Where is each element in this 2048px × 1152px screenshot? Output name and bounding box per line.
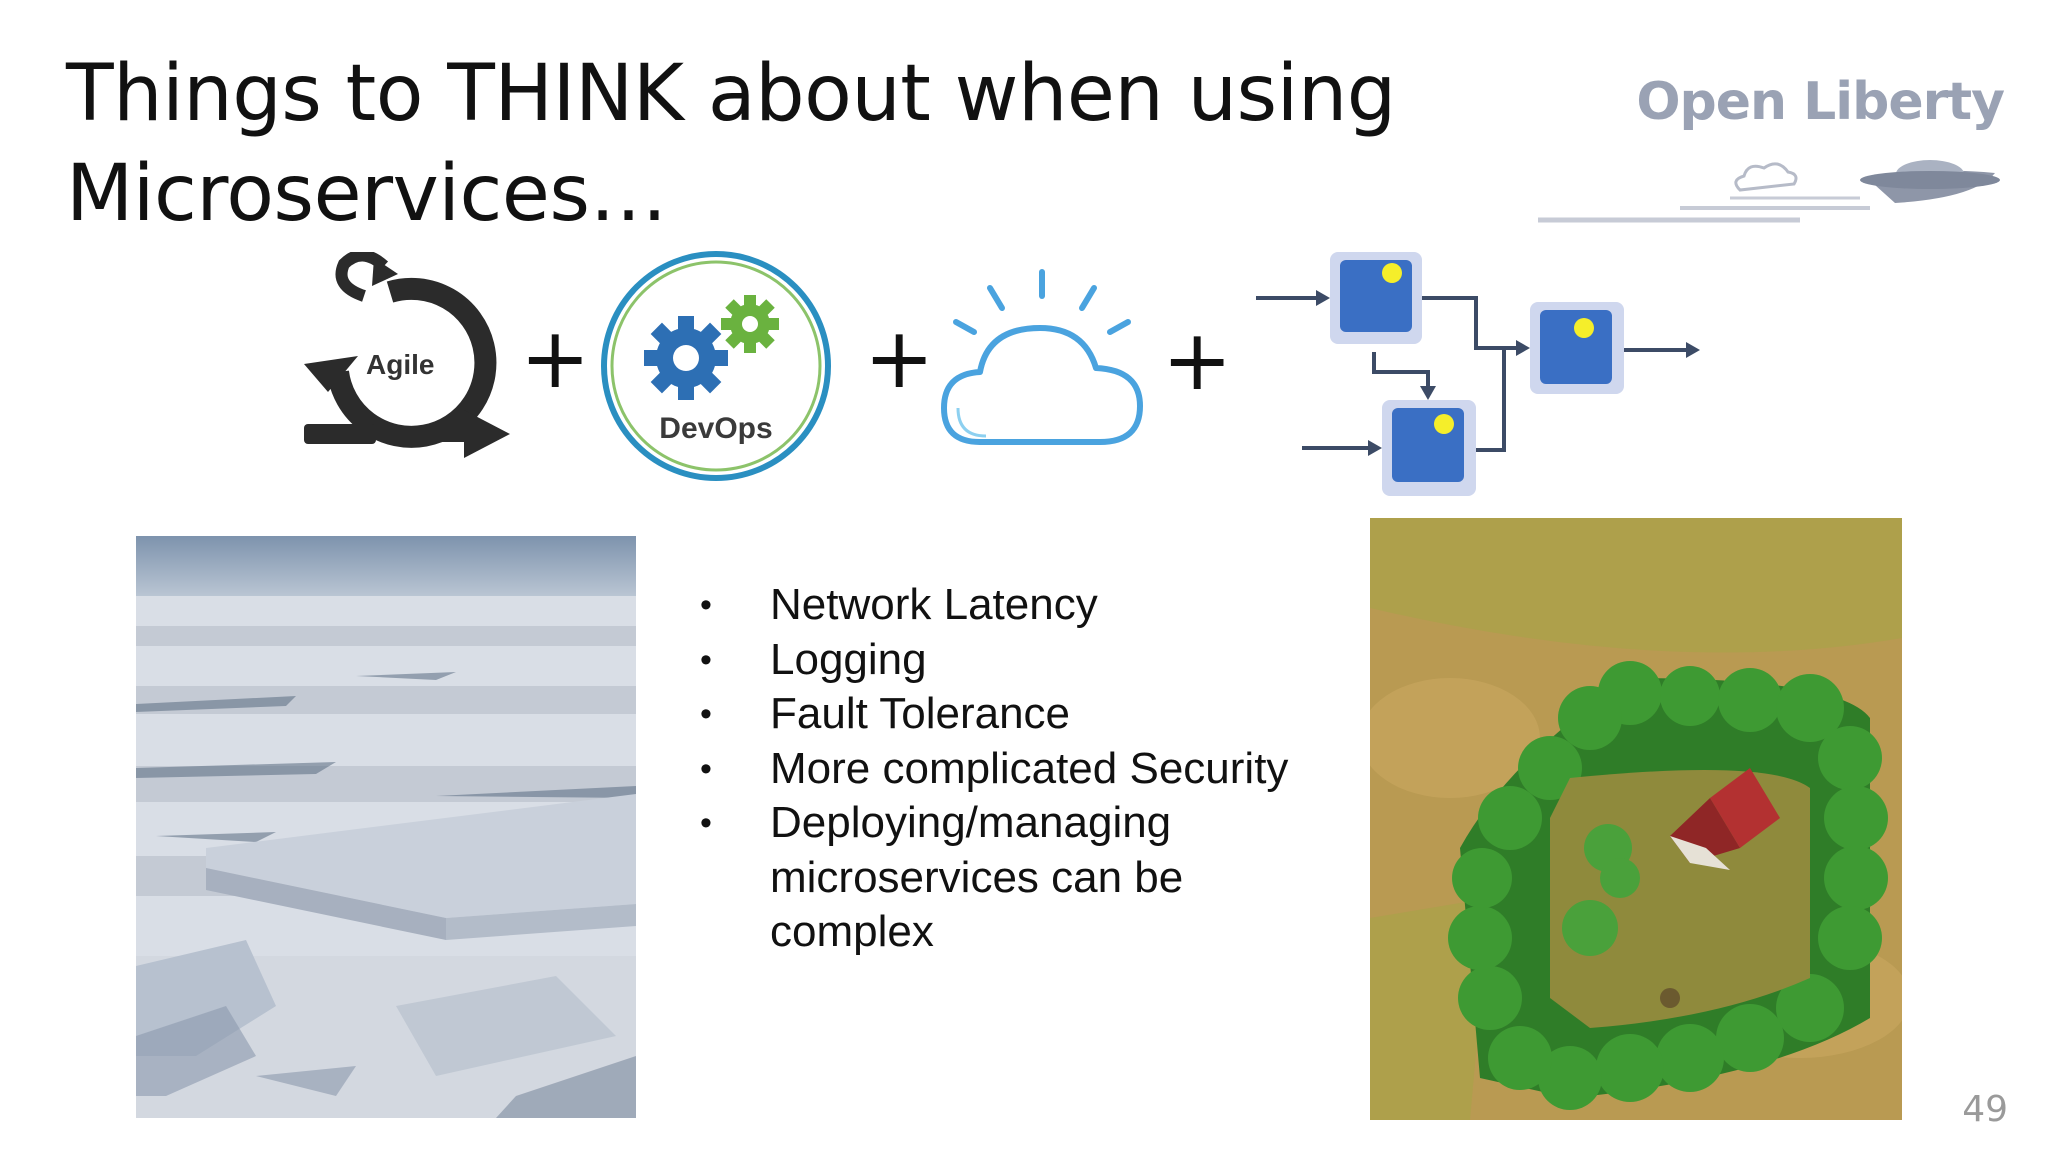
list-item: • Logging	[700, 633, 1300, 688]
bullet-text: More complicated Security	[770, 743, 1289, 793]
ice-shelf-photo	[136, 536, 636, 1118]
list-item: • Network Latency	[700, 578, 1300, 633]
plus-sign: +	[864, 309, 935, 407]
list-item: • Fault Tolerance	[700, 687, 1300, 742]
devops-label: DevOps	[659, 412, 772, 445]
bullet-marker: •	[700, 586, 712, 624]
bullet-marker: •	[700, 804, 712, 842]
agile-label: Agile	[366, 349, 434, 380]
list-item: • More complicated Security	[700, 742, 1300, 797]
devops-icon: DevOps	[598, 248, 834, 484]
plus-sign: +	[520, 309, 591, 407]
open-liberty-logo: Open Liberty	[1530, 70, 2010, 230]
bullet-text: Fault Tolerance	[770, 689, 1071, 738]
logo-text: Open Liberty	[1636, 72, 2005, 132]
plus-sign: +	[1162, 311, 1233, 409]
agile-icon: Agile	[298, 249, 516, 462]
hedge-house-photo	[1370, 518, 1902, 1120]
page-number: 49	[1962, 1089, 2008, 1130]
microservices-flow-icon	[1250, 248, 1710, 506]
flying-saucer-icon	[1538, 160, 2000, 223]
bullet-marker: •	[700, 749, 712, 788]
slide-title: Things to THINK about when using Microse…	[66, 49, 1396, 239]
cloud-icon	[940, 266, 1144, 450]
list-item: • Deploying/managing microservices can be…	[700, 796, 1300, 960]
bullet-text: Network Latency	[770, 580, 1098, 629]
bullet-list: • Network Latency • Logging • Fault Toleran…	[700, 578, 1300, 960]
bullet-text: Deploying/managing microservices can be …	[770, 798, 1184, 956]
bullet-text: Logging	[770, 634, 927, 684]
bullet-marker: •	[700, 695, 712, 733]
bullet-marker: •	[700, 640, 712, 679]
